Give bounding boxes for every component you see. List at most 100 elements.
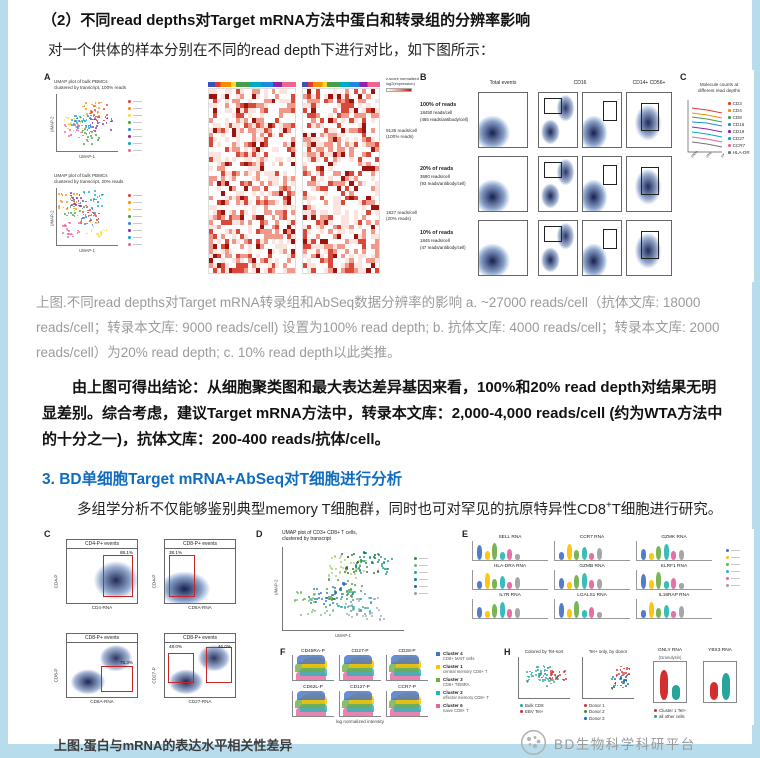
gate <box>641 167 659 195</box>
umap2-title: UMAP plot of bulk PBMCs clustered by tra… <box>54 173 182 185</box>
violin-title: GZMK RNA <box>661 535 687 540</box>
legend-cd3: CD3 <box>732 101 742 106</box>
fig2-panel-e: E SELL RNA CCR7 RNA GZMK RNA HLA-DRA RNA… <box>462 529 754 641</box>
heatmap-annotation-20: 1827 reads/cell (20% reads) <box>386 210 420 222</box>
legend-cd4: CD4 <box>732 108 742 113</box>
violin-hladra: HLA-DRA RNA <box>472 564 548 590</box>
legend-all-other-cells: all other cells <box>659 714 685 720</box>
density-blob <box>67 643 137 697</box>
fig1-panel-b: B Total events CD16 CD14+ CD56+ 100% of … <box>420 70 674 282</box>
cluster-desc: naive CD8+ T <box>443 708 469 713</box>
annotation-20-pct: (20% reads) <box>386 215 412 221</box>
violin-title: KLRF1 RNA <box>660 564 688 569</box>
flow-row-10pct: 10% of reads 1845 reads/cell (47 reads/a… <box>420 220 674 278</box>
fig1-panel-c: C Molecule counts at different read dept… <box>680 70 754 282</box>
cluster-name: Cluster 4 <box>443 651 463 656</box>
violin-gzmb: GZMB RNA <box>554 564 630 590</box>
ridge-title: CD62L-P <box>303 685 323 690</box>
umap1-cluster-legend <box>128 98 142 154</box>
gate <box>101 666 133 692</box>
intro-paragraph: 对一个供体的样本分别在不同的read depth下进行对比，如下图所示： <box>48 43 495 59</box>
legend-ccr7: CCR7 <box>732 143 746 148</box>
fig2-panel-f: F CD45RA-P CD27-P CD28-P CD62L-P CD127-P… <box>280 647 498 725</box>
panel-h-label: H <box>504 647 511 657</box>
gate <box>544 162 562 178</box>
tet-sort-scatter <box>518 657 570 699</box>
ridge-plot <box>339 655 381 681</box>
ridge-cd28: CD28-P <box>386 649 428 681</box>
violin-il18rap: IL18RAP RNA <box>636 593 712 619</box>
ybx3-violin-title: YBX3 RNA <box>708 648 732 653</box>
violin-title: GZMB RNA <box>579 564 605 569</box>
ridge-title: CCR7-P <box>398 685 416 690</box>
annotation-100-reads: 9136 reads/cell <box>386 128 418 133</box>
figure2-tcell-analysis: C CD4-P+ events 88.1% CD4-P CD4-RNA CD8-… <box>42 529 754 725</box>
flow-plot-cd16-b <box>582 220 622 276</box>
violin-title: SELL RNA <box>498 535 522 540</box>
violin-cluster-legend <box>726 547 740 589</box>
umap-cd8-ylabel: UMAP-2 <box>273 579 279 596</box>
gate <box>544 226 562 242</box>
flow-plot-area: 88.1% <box>66 548 138 604</box>
heatmap-annotation-100: 9136 reads/cell (100% reads) <box>386 128 420 140</box>
figure1-caption: 上图.不同read depths对Target mRNA转录组和AbSeq数据分… <box>36 295 720 360</box>
heatmap1-cluster-strip <box>208 82 296 87</box>
tet-sort-legend: Bulk CD8 EBV Tet+ <box>520 702 544 715</box>
umap1-scatter <box>56 94 118 152</box>
watermark: BD生物科学科研平台 <box>520 729 696 756</box>
umap2-title-line1: UMAP plot of bulk PBMCs <box>54 173 108 178</box>
tet-donor-scatter <box>582 657 634 699</box>
violin-title: LGALS1 RNA <box>577 593 607 598</box>
flow-plot-area: 75.3% <box>66 642 138 698</box>
heatmap-colorbar <box>386 88 412 92</box>
density-blob <box>627 157 671 211</box>
fig2-panel-d: D UMAP plot of CD3+ CD8+ T cells, cluste… <box>256 529 456 645</box>
cluster-desc: central memory CD8+ T <box>443 669 488 674</box>
flow-plot-cd4p-cd8arna: CD8-P+ events 38.1% CD4-P CD8A-RNA <box>148 539 242 629</box>
ridge-cd127: CD127-P <box>339 685 381 717</box>
annotation-20-reads: 1827 reads/cell <box>386 210 418 215</box>
flow-plot-cd14-cd56 <box>626 156 672 212</box>
flow-row-100pct: 100% of reads 18450 reads/cell (465 read… <box>420 92 674 150</box>
density-blob <box>165 549 235 603</box>
tet-donor-legend: Donor 1 Donor 2 Donor 3 <box>584 702 605 722</box>
x-tick-10: 10% <box>720 151 724 159</box>
x-axis-label: CD8A-RNA <box>90 699 114 704</box>
row-ab-reads: (465 reads/antibody/cell) <box>420 117 469 122</box>
violin-klrf1: KLRF1 RNA <box>636 564 712 590</box>
fig1-panel-a: A UMAP plot of bulk PBMCs clustered by t… <box>42 70 188 282</box>
umap-cd8-scatter <box>282 547 404 631</box>
cluster-name: Cluster 3 <box>443 677 463 682</box>
violin-ccr7: CCR7 RNA <box>554 535 630 561</box>
conclusion-paragraph: 由上图可得出结论：从细胞聚类图和最大表达差异基因来看，100%和20% read… <box>42 379 723 448</box>
flow-plot-header: CD4-P+ events <box>66 539 138 548</box>
ridge-plot <box>386 691 428 717</box>
violin-plot <box>472 570 548 590</box>
gate <box>169 555 195 597</box>
flow-plot-cd14-cd56 <box>626 220 672 276</box>
gate-percent: 38.1% <box>169 550 183 555</box>
density-blob <box>627 93 671 147</box>
section3-paragraph: 多组学分析不仅能够鉴别典型memory T细胞群，同时也可对罕见的抗原特异性CD… <box>42 498 724 519</box>
flow-plot-area: 38.1% <box>164 548 236 604</box>
ridge-plot <box>386 655 428 681</box>
density-blob <box>539 93 577 147</box>
row-pct: 10% of reads <box>420 230 454 236</box>
umap-cd8-cluster-legend <box>414 555 428 597</box>
row-reads: 1845 reads/cell <box>420 238 450 243</box>
violin-gzmk: GZMK RNA <box>636 535 712 561</box>
violin-title: CCR7 RNA <box>579 535 605 540</box>
annotation-100-pct: (100% reads) <box>386 133 414 139</box>
legend-hladr: HLA-DR <box>732 150 750 155</box>
umap2-scatter <box>56 188 118 246</box>
fig2-panel-h: H Colored by Tet-sort Bulk CD8 EBV Tet+ … <box>504 647 754 725</box>
legend-donor2: Donor 2 <box>589 709 605 715</box>
flow-plot-cd16-a <box>538 220 578 276</box>
cluster-name: Cluster 1 <box>443 664 463 669</box>
col-header-cd16: CD16 <box>573 80 587 86</box>
umap-cd8-title-line1: UMAP plot of CD3+ CD8+ T cells, <box>282 530 358 536</box>
density-blob <box>479 93 527 147</box>
x-tick-100: 100% <box>690 150 699 159</box>
